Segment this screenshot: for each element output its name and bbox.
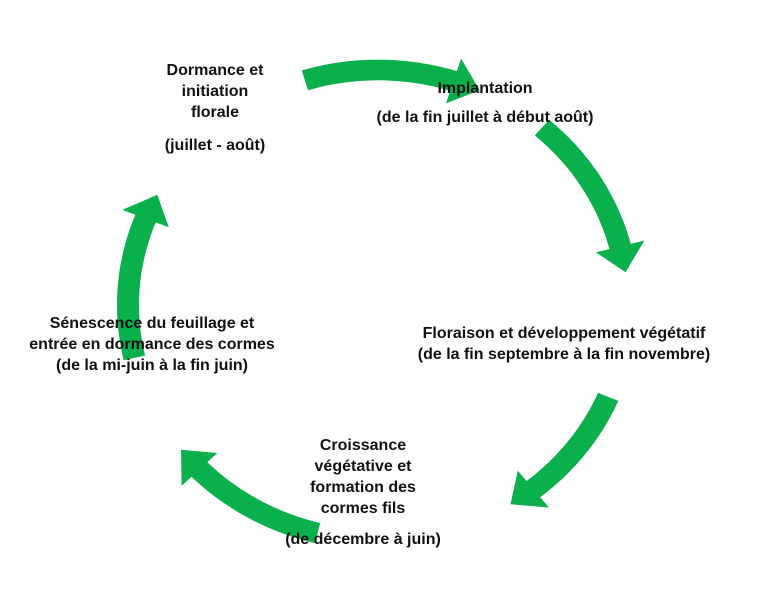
stage-dormance: Dormance et initiation florale (juillet …	[165, 60, 265, 156]
stage-dormance-line-2: initiation	[181, 83, 249, 100]
stage-senescence-line-2: entrée en dormance des cormes	[29, 336, 275, 353]
stage-dormance-line-3: florale	[190, 104, 239, 121]
stage-floraison-period: (de la fin septembre à la fin novembre)	[417, 346, 711, 363]
stage-implantation: Implantation (de la fin juillet à début …	[377, 78, 594, 128]
stage-senescence: Sénescence du feuillage et entrée en dor…	[29, 313, 274, 376]
arrow-senescence-to-dormance	[117, 194, 169, 361]
arrow-floraison-to-croissance	[510, 392, 619, 508]
stage-senescence-line-1: Sénescence du feuillage et	[49, 315, 255, 332]
stage-dormance-period: (juillet - août)	[164, 137, 266, 154]
stage-senescence-line-3: (de la mi-juin à la fin juin)	[55, 357, 248, 374]
stage-implantation-period: (de la fin juillet à début août)	[376, 109, 594, 126]
arrow-croissance-to-senescence	[181, 449, 321, 544]
stage-croissance-line-4: cormes fils	[320, 500, 406, 517]
stage-croissance-line-3: formation des	[310, 479, 416, 496]
stage-croissance-line-1: Croissance	[319, 437, 407, 454]
stage-floraison: Floraison et développement végétatif (de…	[418, 323, 711, 365]
stage-floraison-title: Floraison et développement végétatif	[422, 325, 706, 342]
arrow-implantation-to-floraison	[534, 119, 645, 273]
stage-dormance-line-1: Dormance et	[166, 62, 264, 79]
stage-croissance: Croissance végétative et formation des c…	[285, 435, 441, 550]
stage-croissance-line-2: végétative et	[314, 458, 412, 475]
stage-croissance-period: (de décembre à juin)	[285, 531, 441, 548]
stage-implantation-title: Implantation	[437, 80, 533, 97]
arrow-dormance-to-implantation	[301, 58, 480, 104]
